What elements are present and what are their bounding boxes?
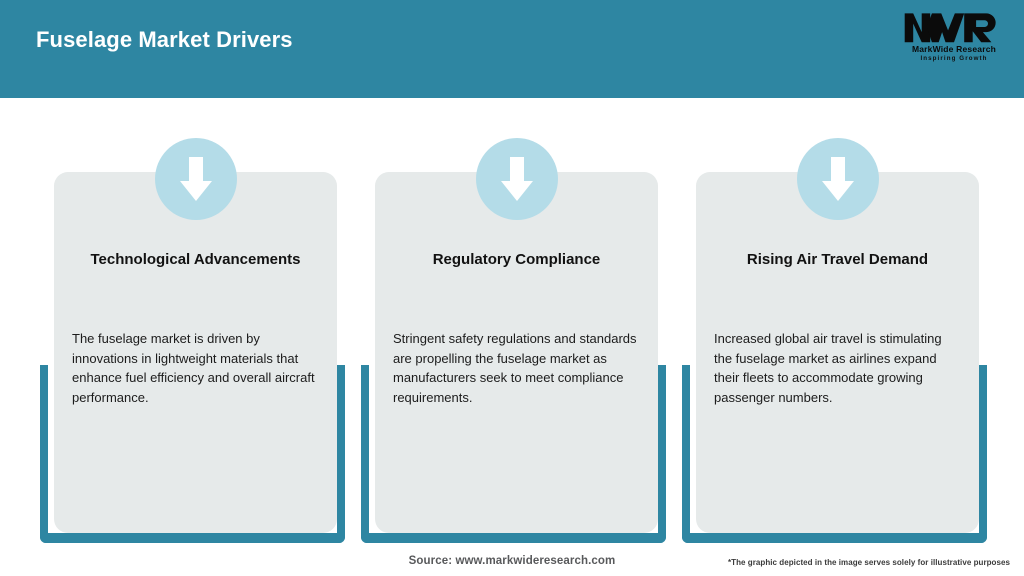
- disclaimer-note: *The graphic depicted in the image serve…: [727, 558, 1010, 567]
- down-arrow-glyph: [500, 157, 533, 201]
- mwr-logo-icon: [904, 13, 996, 43]
- card-body-1: The fuselage market is driven by innovat…: [72, 331, 315, 405]
- down-arrow-glyph: [179, 157, 212, 201]
- down-arrow-icon: [796, 138, 879, 220]
- logo-tagline: Inspiring Growth: [920, 55, 988, 62]
- card-panel-1: Technological Advancements The fuselage …: [54, 138, 337, 533]
- card-frame-3: [682, 365, 987, 543]
- source-label: Source: www.markwideresearch.com: [408, 555, 616, 567]
- card-title-3: Rising Air Travel Demand: [746, 251, 929, 268]
- page-title: Fuselage Market Drivers: [36, 27, 293, 52]
- brand-logo: MarkWide Research Inspiring Growth: [902, 10, 1006, 68]
- card-frame-2: [361, 365, 666, 543]
- down-arrow-icon: [154, 138, 237, 220]
- card-title-1: Technological Advancements: [90, 251, 301, 268]
- card-panel-3: Rising Air Travel Demand Increased globa…: [696, 138, 979, 533]
- down-arrow-glyph: [821, 157, 854, 201]
- logo-company-name: MarkWide Research: [911, 44, 997, 54]
- card-frame-1: [40, 365, 345, 543]
- card-body-2: Stringent safety regulations and standar…: [393, 331, 637, 405]
- card-panel-2: Regulatory Compliance Stringent safety r…: [375, 138, 658, 533]
- down-arrow-icon: [475, 138, 558, 220]
- header-band: [0, 0, 1024, 98]
- card-title-2: Regulatory Compliance: [432, 251, 601, 268]
- card-body-3: Increased global air travel is stimulati…: [714, 331, 942, 405]
